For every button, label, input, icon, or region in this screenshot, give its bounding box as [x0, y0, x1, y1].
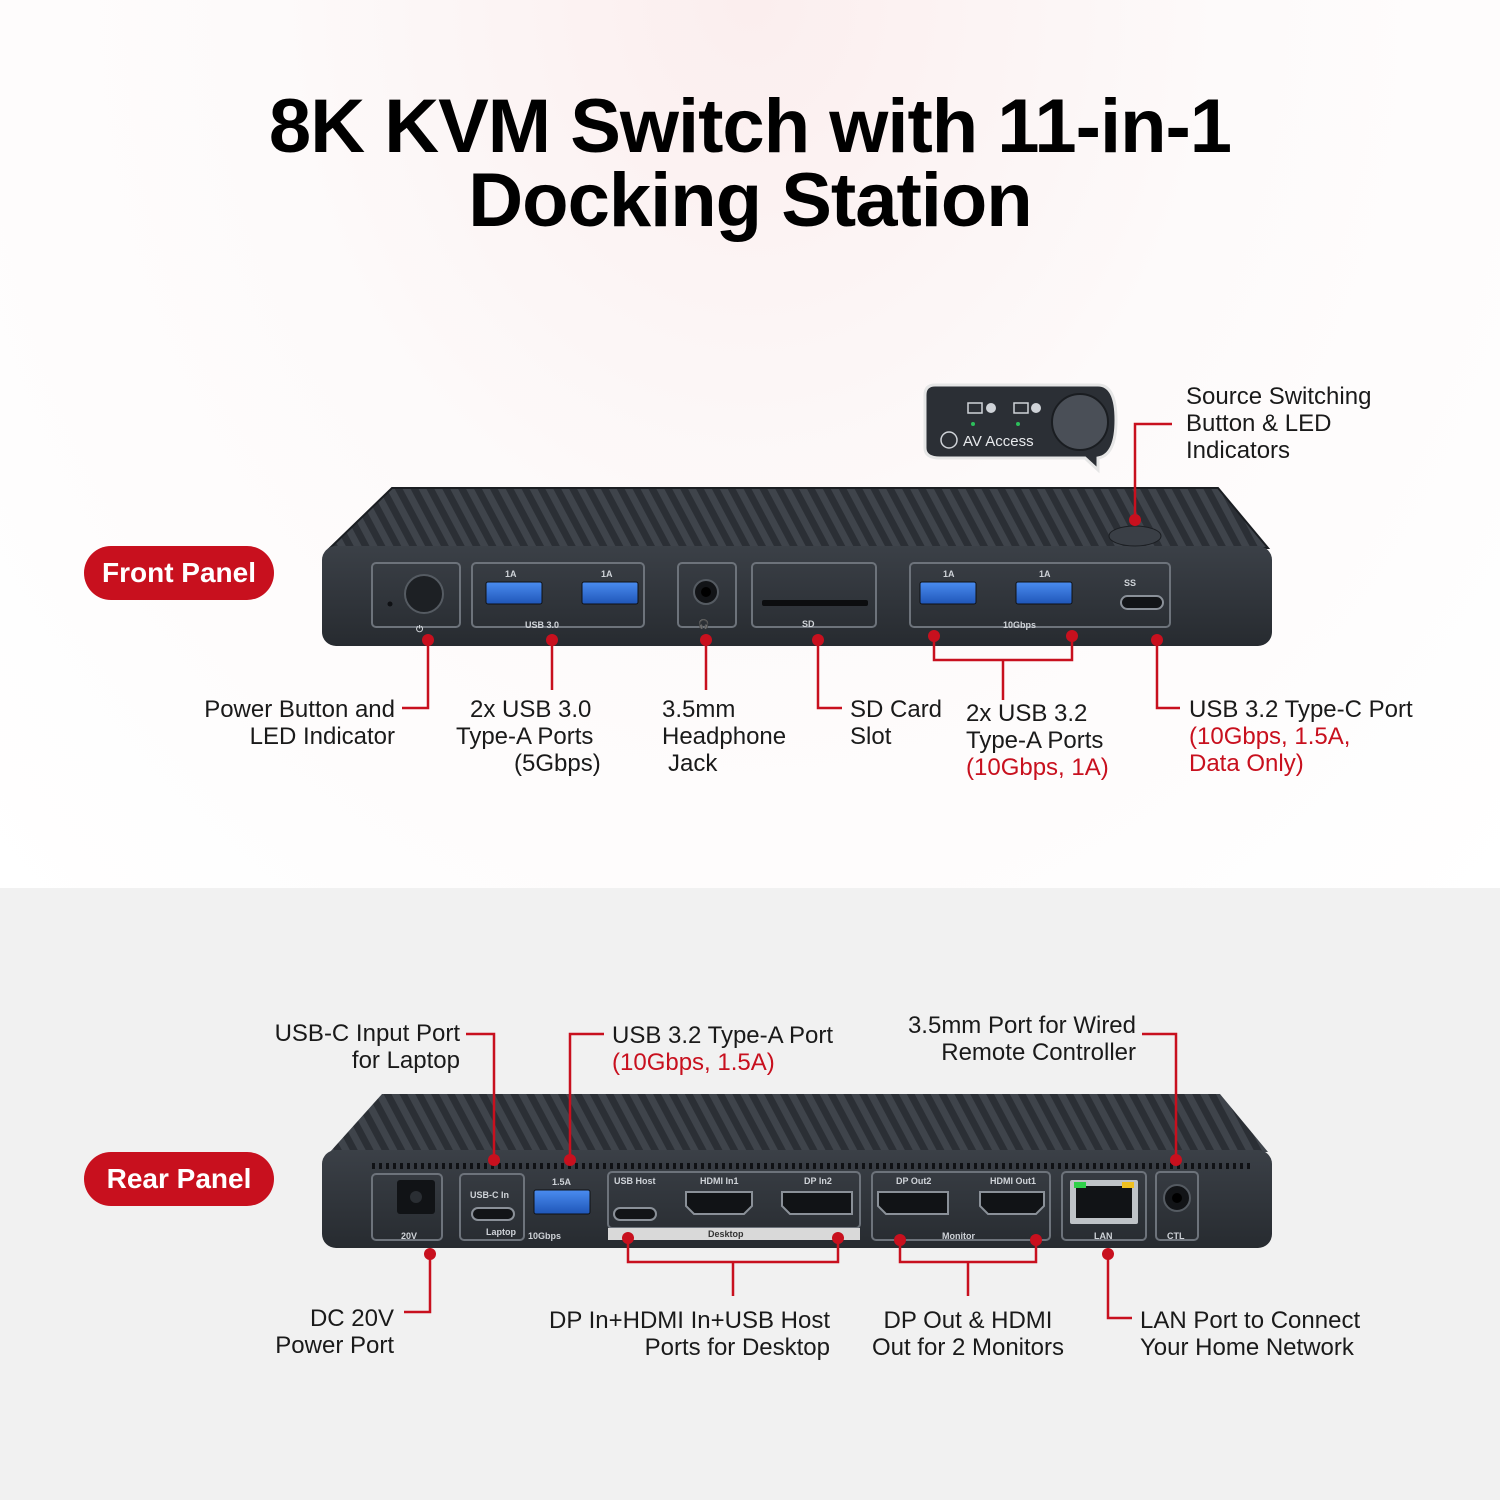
top-section-background: [0, 0, 1500, 888]
rear-top-ribs: [330, 1094, 1268, 1152]
label-dc-power: DC 20V Power Port: [275, 1305, 394, 1359]
front-usb30-rating-2: 1A: [601, 569, 613, 579]
source-switch-button-icon[interactable]: [1051, 393, 1109, 451]
front-top-ribs: [330, 488, 1268, 548]
front-usb32-port-1[interactable]: [919, 581, 977, 605]
hdmi-in1-label: HDMI In1: [700, 1176, 739, 1186]
page-title-line-1: 8K KVM Switch with 11-in-1: [268, 84, 1232, 169]
laptop-1-icon: [1013, 402, 1029, 414]
front-usb32-rating-2: 1A: [1039, 569, 1051, 579]
callout-brand-text: AV Access: [963, 433, 1034, 450]
front-usb30-rating-1: 1A: [505, 569, 517, 579]
dp-in2-port[interactable]: [781, 1191, 853, 1215]
headphone-icon: 🎧: [698, 618, 709, 629]
power-led-icon: [387, 601, 393, 607]
label-desktop-ports: DP In+HDMI In+USB Host Ports for Desktop: [549, 1307, 830, 1361]
front-panel-device: ⏻ 1A 1A USB 3.0 🎧 SD 1A 1A 10Gbps SS AV …: [322, 383, 1272, 646]
label-source-switching: Source Switching Button & LED Indicators: [1186, 383, 1372, 464]
label-usb32-typea: 2x USB 3.2 Type-A Ports (10Gbps, 1A): [966, 700, 1109, 781]
desktop-2-icon: [967, 402, 983, 414]
usbc-in-label: USB-C In: [470, 1190, 509, 1200]
label-usbc-input: USB-C Input Port for Laptop: [274, 1020, 460, 1074]
lan-label: LAN: [1094, 1231, 1113, 1241]
front-face: [322, 546, 1272, 646]
dp-out2-label: DP Out2: [896, 1176, 931, 1186]
monitor-label: Monitor: [942, 1231, 975, 1241]
rear-panel-badge: Rear Panel: [84, 1152, 274, 1206]
front-usb-c-port[interactable]: [1120, 595, 1164, 610]
rear-usb-a-rating: 1.5A: [552, 1177, 572, 1187]
label-monitor-outputs: DP Out & HDMI Out for 2 Monitors: [871, 1307, 1065, 1361]
front-panel-badge: Front Panel: [84, 546, 274, 600]
usb-host-port[interactable]: [613, 1207, 657, 1221]
front-usb32-group-label: 10Gbps: [1003, 620, 1036, 630]
desktop-label: Desktop: [708, 1229, 744, 1239]
label-sd-card: SD Card Slot: [850, 696, 943, 750]
page-title-line-2: Docking Station: [468, 158, 1032, 243]
hdmi-out1-port[interactable]: [979, 1191, 1045, 1215]
rear-panel-device: 20V USB-C In Laptop 1.5A 10Gbps Desktop …: [322, 1094, 1272, 1248]
laptop-label: Laptop: [486, 1227, 516, 1237]
front-ss-mark: SS: [1124, 578, 1136, 588]
label-usb30-ports: 2x USB 3.0 Type-A Ports (5Gbps): [456, 696, 601, 777]
rear-usb-a-group: 10Gbps: [528, 1231, 561, 1241]
front-usb30-port-2[interactable]: [581, 581, 639, 605]
av-access-logo-icon: [940, 431, 958, 449]
power-symbol-icon: ⏻: [416, 624, 424, 634]
rear-usb-a-port[interactable]: [533, 1189, 591, 1215]
label-usb32-typec: USB 3.2 Type-C Port (10Gbps, 1.5A, Data …: [1189, 696, 1413, 777]
label-lan-port: LAN Port to Connect Your Home Network: [1140, 1307, 1361, 1361]
hdmi-in1-port[interactable]: [685, 1191, 753, 1215]
hdmi-out1-label: HDMI Out1: [990, 1176, 1036, 1186]
front-usb30-group-label: USB 3.0: [525, 620, 559, 630]
label-power-button: Power Button and LED Indicator: [204, 696, 395, 750]
dp-in2-label: DP In2: [804, 1176, 832, 1186]
source-switch-button-top[interactable]: [1108, 525, 1162, 547]
label-rear-usb32a: USB 3.2 Type-A Port (10Gbps, 1.5A): [612, 1022, 834, 1076]
usb-c-input-port[interactable]: [471, 1207, 515, 1221]
power-button-icon[interactable]: [404, 574, 444, 614]
dc-port-label: 20V: [401, 1231, 417, 1241]
front-usb30-port-1[interactable]: [485, 581, 543, 605]
label-headphone-jack: 3.5mm Headphone Jack: [662, 696, 787, 777]
usb-host-label: USB Host: [614, 1176, 656, 1186]
front-usb32-port-2[interactable]: [1015, 581, 1073, 605]
front-usb32-rating-1: 1A: [943, 569, 955, 579]
label-ctl-port: 3.5mm Port for Wired Remote Controller: [907, 1012, 1136, 1066]
sd-mark-label: SD: [802, 619, 815, 629]
sd-card-slot[interactable]: [762, 600, 868, 606]
ctl-label: CTL: [1167, 1231, 1185, 1241]
dp-out2-port[interactable]: [877, 1191, 949, 1215]
